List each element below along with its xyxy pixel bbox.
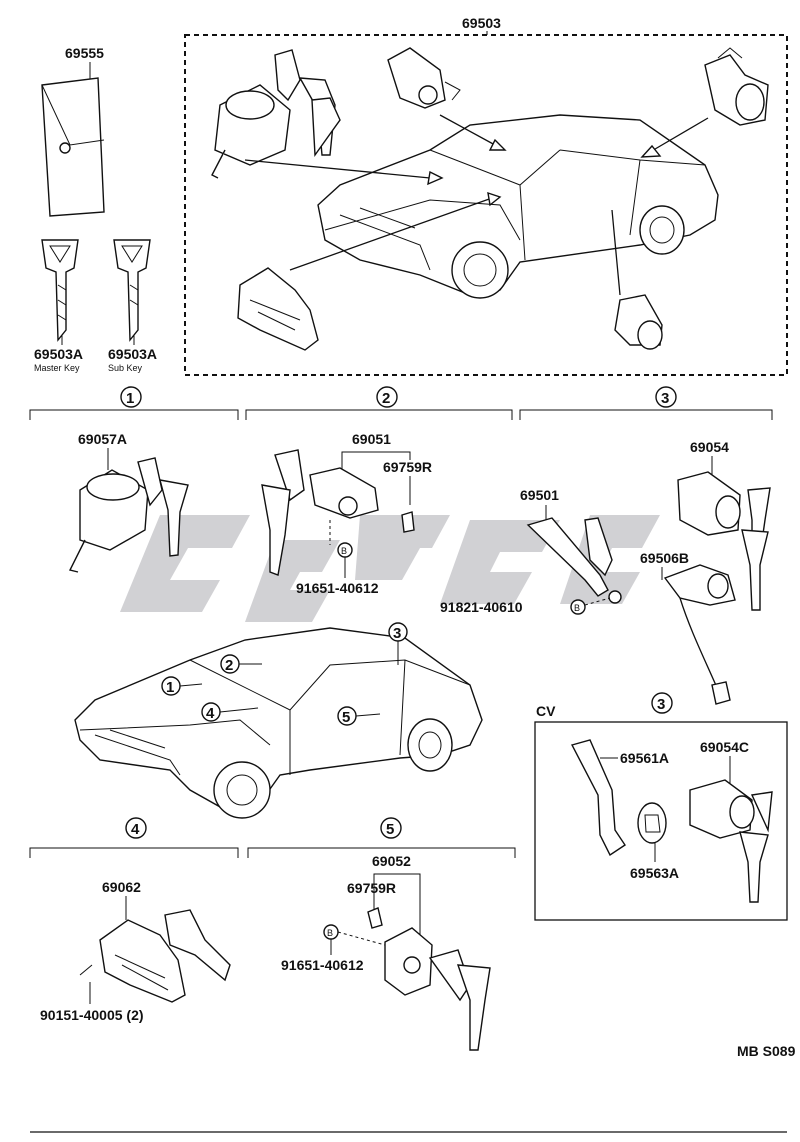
rear-door-lock-cylinder bbox=[367, 907, 491, 1051]
sub-key-number: 69503A bbox=[108, 346, 157, 362]
rear-retainer-label: 69759R bbox=[347, 880, 396, 896]
key-set-label: 69503 bbox=[462, 15, 501, 31]
cv-bracket-label: 69561A bbox=[620, 750, 669, 766]
trunk-opener-bolt-label: 91821-40610 bbox=[440, 599, 523, 615]
section-3-marker: 3 bbox=[661, 390, 669, 407]
section-1-bracket bbox=[29, 409, 239, 420]
car-callout-1: 1 bbox=[166, 679, 174, 696]
master-key-name: Master Key bbox=[34, 363, 80, 373]
trunk-lock-top bbox=[704, 47, 769, 126]
cv-bracket bbox=[570, 739, 626, 857]
section-3-bracket bbox=[519, 409, 773, 420]
key-plate-label: 69555 bbox=[65, 45, 104, 61]
cv-title: CV bbox=[536, 703, 556, 719]
section-5-bracket bbox=[247, 847, 516, 858]
cv-box bbox=[534, 721, 788, 921]
master-key bbox=[41, 239, 79, 342]
arrow-door-top bbox=[439, 114, 496, 146]
glovebox-lock bbox=[99, 909, 231, 1003]
car-middle-illustration bbox=[74, 627, 483, 819]
reference-code: MB S089 bbox=[737, 1043, 796, 1059]
key-plate bbox=[41, 77, 105, 217]
door-lock-cylinder bbox=[261, 449, 415, 576]
trunk-opener-label: 69501 bbox=[520, 487, 559, 503]
sub-key-name: Sub Key bbox=[108, 363, 143, 373]
trunk-cable-label: 69506B bbox=[640, 550, 689, 566]
car-callout-4: 4 bbox=[206, 705, 215, 722]
arrow-ignition bbox=[244, 159, 431, 179]
glovebox-lock-label: 69062 bbox=[102, 879, 141, 895]
master-key-number: 69503A bbox=[34, 346, 83, 362]
arrow-trunk-top bbox=[649, 117, 709, 153]
rear-lock-set-label: 69052 bbox=[372, 853, 411, 869]
cv-washer bbox=[637, 802, 667, 844]
section-2-bracket bbox=[245, 409, 513, 420]
cv-section-marker: 3 bbox=[657, 696, 665, 713]
bolt-marker-rear: B bbox=[327, 928, 333, 938]
cv-lock-label: 69054C bbox=[700, 739, 749, 755]
section-2-marker: 2 bbox=[382, 390, 390, 407]
door-lock-set-label: 69051 bbox=[352, 431, 391, 447]
arrow-glovebox-top bbox=[289, 197, 493, 271]
car-callout-5: 5 bbox=[342, 709, 350, 726]
car-callout-3: 3 bbox=[393, 625, 401, 642]
bolt-marker-door: B bbox=[341, 546, 347, 556]
door-lock-top bbox=[387, 47, 461, 109]
ignition-label: 69057A bbox=[78, 431, 127, 447]
section-1-marker: 1 bbox=[126, 390, 134, 407]
trunk-opener-lever bbox=[526, 517, 622, 604]
rear-door-lock-top bbox=[614, 294, 663, 350]
bolt-marker-trunk: B bbox=[574, 603, 580, 613]
car-top-illustration bbox=[317, 114, 719, 299]
watermark-logo bbox=[120, 515, 660, 622]
arrow-rear-door-top bbox=[611, 209, 621, 296]
door-bolt-label: 91651-40612 bbox=[296, 580, 379, 596]
trunk-release-cable bbox=[663, 564, 736, 705]
trunk-lock-label: 69054 bbox=[690, 439, 729, 455]
car-callout-2: 2 bbox=[225, 657, 233, 674]
ignition-with-keys-top bbox=[211, 49, 341, 179]
section-4-bracket bbox=[29, 847, 239, 858]
trunk-lock-cylinder bbox=[677, 471, 771, 611]
key-set-box bbox=[184, 34, 788, 376]
glovebox-lock-top bbox=[237, 267, 319, 351]
cv-lock-cylinder bbox=[689, 779, 773, 903]
door-retainer-label: 69759R bbox=[383, 459, 432, 475]
glovebox-screw-label: 90151-40005 (2) bbox=[40, 1007, 144, 1023]
rear-bolt-label: 91651-40612 bbox=[281, 957, 364, 973]
ignition-cylinder bbox=[68, 457, 189, 573]
section-4-marker: 4 bbox=[131, 821, 140, 838]
sub-key bbox=[113, 239, 151, 342]
section-5-marker: 5 bbox=[386, 821, 394, 838]
cv-washer-label: 69563A bbox=[630, 865, 679, 881]
